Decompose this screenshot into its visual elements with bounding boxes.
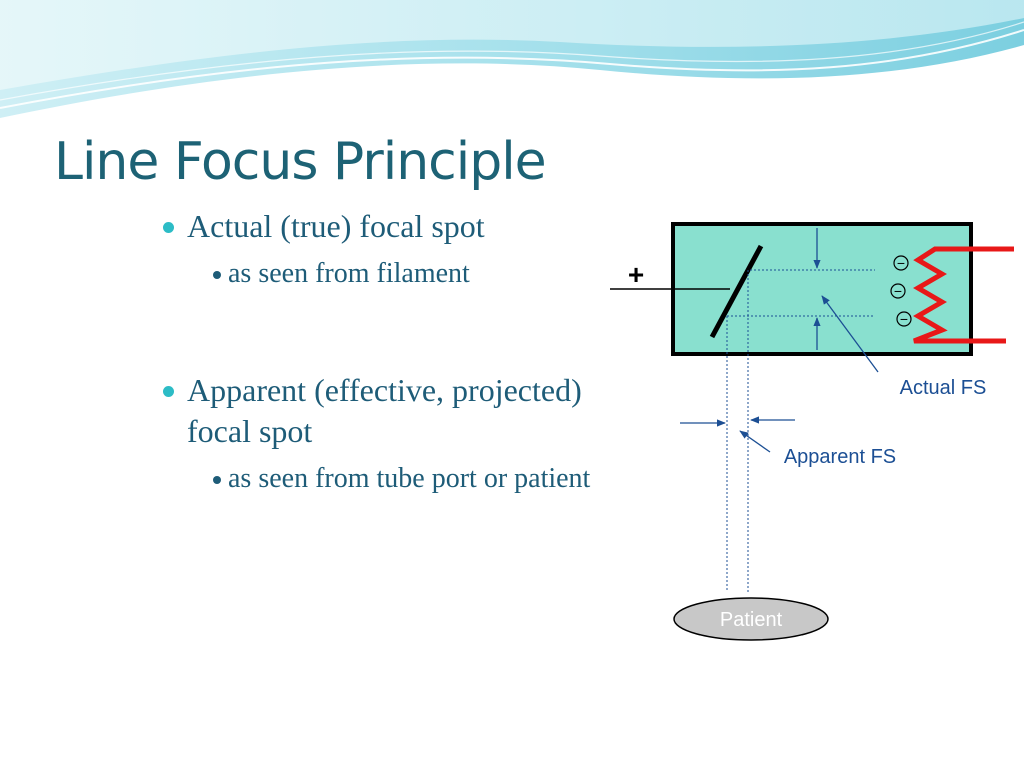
electron-charge-icon bbox=[890, 283, 906, 299]
patient-label: Patient bbox=[720, 609, 783, 631]
wave-header-decoration bbox=[0, 0, 1024, 118]
sub-bullet-list: as seen from tube port or patient bbox=[187, 458, 610, 499]
bullet-list: Actual (true) focal spot as seen from fi… bbox=[160, 206, 610, 499]
apparent-fs-leader bbox=[739, 430, 771, 453]
sub-bullet-list: as seen from filament bbox=[187, 253, 610, 294]
actual-fs-label: Actual FS bbox=[900, 377, 987, 399]
electron-charge-symbol: − bbox=[897, 255, 905, 271]
electron-charge-symbol: − bbox=[900, 311, 908, 327]
filament-coil bbox=[913, 246, 1014, 344]
anode-plus-symbol: + bbox=[628, 259, 644, 290]
anode-target bbox=[709, 244, 764, 339]
sub-bullet-item: as seen from tube port or patient bbox=[187, 458, 610, 499]
bullet-text: Actual (true) focal spot bbox=[187, 208, 485, 244]
apparent-fs-label: Apparent FS bbox=[784, 446, 896, 468]
electron-charge-symbol: − bbox=[894, 283, 902, 299]
sub-bullet-item: as seen from filament bbox=[187, 253, 610, 294]
bullet-text: Apparent (effective, projected) focal sp… bbox=[187, 372, 582, 449]
electron-charge-group: − − − bbox=[890, 255, 912, 327]
slide-title: Line Focus Principle bbox=[54, 132, 547, 192]
actual-fs-leader bbox=[821, 295, 879, 373]
electron-charge-icon bbox=[896, 311, 912, 327]
patient-ellipse bbox=[673, 597, 829, 641]
bullet-apparent-focal-spot: Apparent (effective, projected) focal sp… bbox=[160, 370, 610, 499]
bullet-actual-focal-spot: Actual (true) focal spot as seen from fi… bbox=[160, 206, 610, 294]
electron-charge-icon bbox=[893, 255, 909, 271]
